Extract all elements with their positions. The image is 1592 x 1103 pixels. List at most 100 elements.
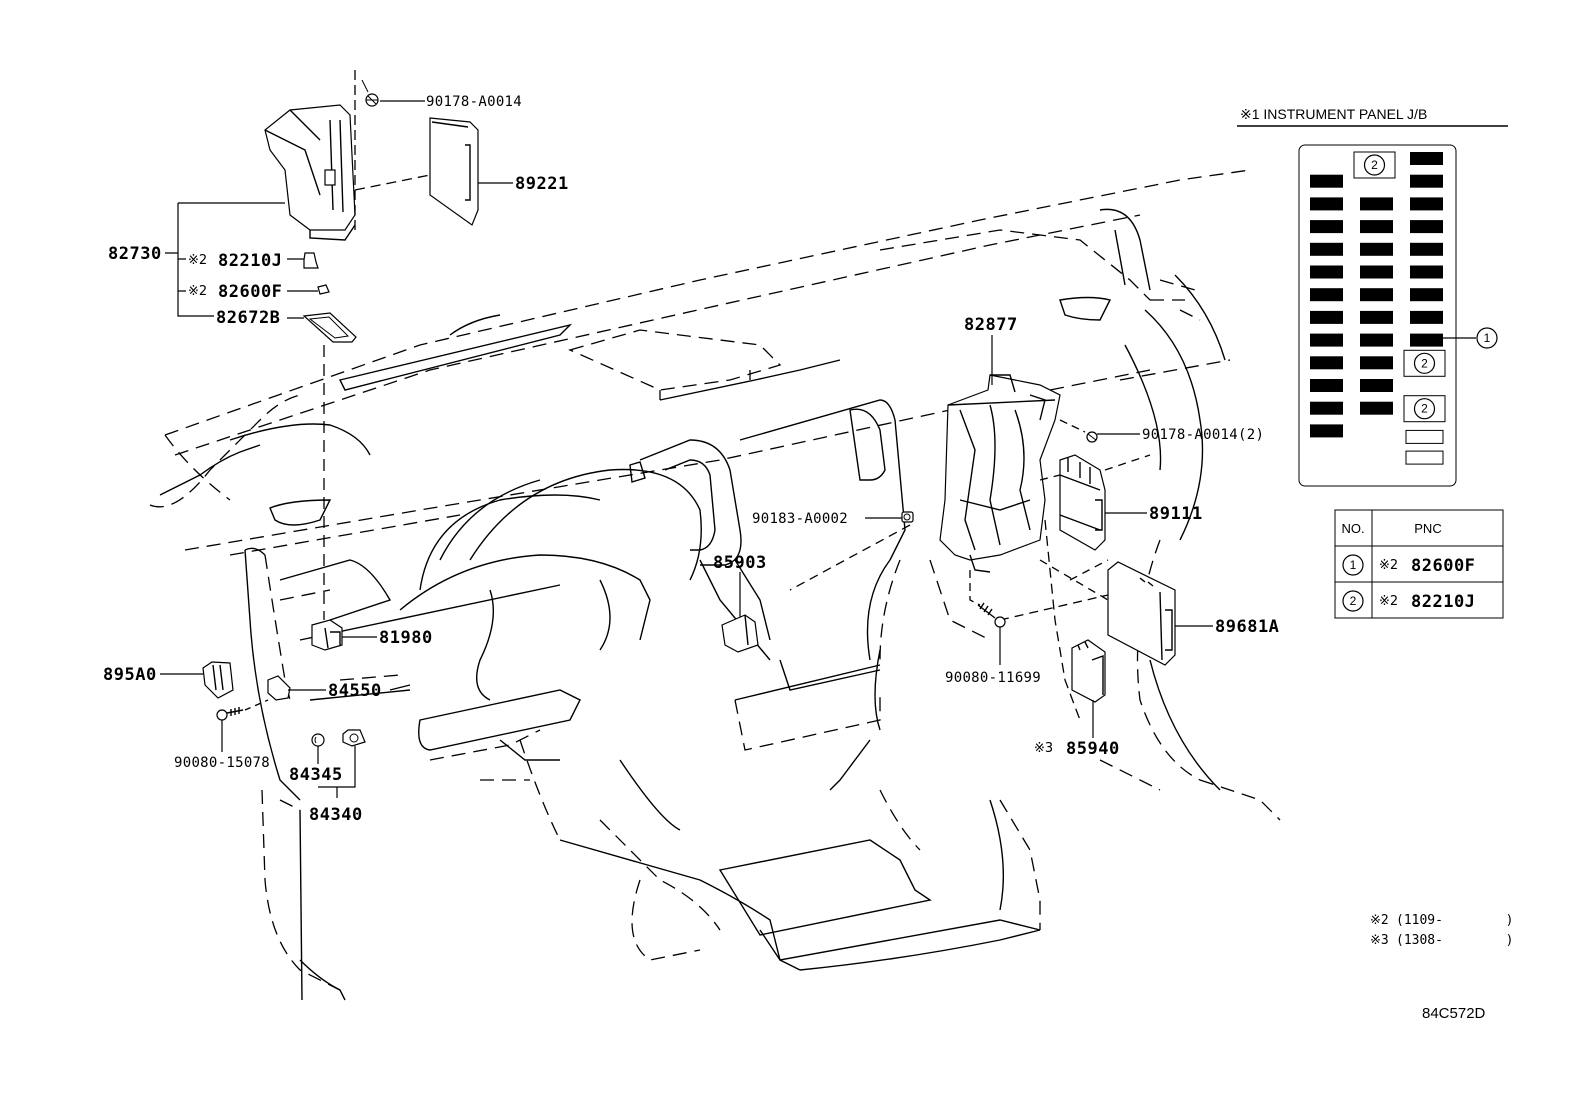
part-84550-switch xyxy=(267,675,291,701)
label-89111: 89111 xyxy=(1149,504,1203,524)
callout-1-number: 1 xyxy=(1484,331,1491,345)
part-90080-11699-bolt xyxy=(969,570,1006,628)
fuse-slot xyxy=(1360,401,1393,415)
label-895A0: 895A0 xyxy=(103,665,157,685)
label-85940: 85940 xyxy=(1066,739,1120,759)
pnc-row-no: 1 xyxy=(1350,558,1357,572)
part-82600F-fuse xyxy=(317,284,330,295)
part-82210J-relay xyxy=(303,252,319,269)
label-82600F: 82600F xyxy=(218,282,282,302)
callout-2-number: 2 xyxy=(1421,402,1428,416)
fuse-slot xyxy=(1360,310,1393,324)
pnc-row-value: 82600F xyxy=(1411,556,1475,576)
part-85940-relay xyxy=(1044,519,1106,721)
mark-2-82600F: ※2 xyxy=(188,284,207,299)
fuse-slot xyxy=(1310,265,1343,279)
fuse-slot xyxy=(1410,220,1443,234)
fuse-slot xyxy=(1360,356,1393,370)
fuse-slot xyxy=(1360,265,1393,279)
part-89681A-ecu xyxy=(999,559,1176,666)
pnc-table: NO. PNC 1 ※2 82600F 2 ※2 82210J xyxy=(1334,509,1504,619)
part-89221-ecu xyxy=(354,117,479,226)
callout-2-number: 2 xyxy=(1421,356,1428,370)
label-90178-A0014: 90178-A0014 xyxy=(426,94,522,110)
callout-2-circle xyxy=(1363,154,1386,176)
fuse-slot xyxy=(1410,242,1443,256)
pnc-header-no: NO. xyxy=(1341,521,1364,536)
label-81980: 81980 xyxy=(379,628,433,648)
callout-2-circle xyxy=(1413,398,1436,420)
mark-3-85940: ※3 xyxy=(1034,741,1053,756)
fuse-slot xyxy=(1310,310,1343,324)
fuse-slot xyxy=(1310,424,1343,438)
fuse-slot xyxy=(1410,265,1443,279)
footnote-range: (1109- ) xyxy=(1396,913,1513,928)
mark-2-82210J: ※2 xyxy=(188,253,207,268)
fuse-slot xyxy=(1310,401,1343,415)
empty-slot xyxy=(1405,429,1444,444)
label-90183-A0002: 90183-A0002 xyxy=(752,511,848,527)
label-90080-11699: 90080-11699 xyxy=(945,670,1041,686)
label-82877: 82877 xyxy=(964,315,1018,335)
label-90178-A0014-2: 90178-A0014(2) xyxy=(1142,427,1264,443)
label-89681A: 89681A xyxy=(1215,617,1279,637)
label-84340: 84340 xyxy=(309,805,363,825)
pnc-row-no: 2 xyxy=(1350,594,1357,608)
part-89111-relay-block xyxy=(1039,454,1151,551)
fuse-slot xyxy=(1360,333,1393,347)
fuse-slot xyxy=(1310,220,1343,234)
part-82877-junction-block xyxy=(939,374,1061,573)
fuse-slot xyxy=(1410,310,1443,324)
part-85903-relay xyxy=(721,614,759,653)
label-84550: 84550 xyxy=(328,681,382,701)
part-labels: 90178-A0014 89221 82730 ※2 82210J ※2 826… xyxy=(103,94,1279,825)
pnc-header-pnc: PNC xyxy=(1414,521,1441,536)
part-84340-switch xyxy=(342,729,366,747)
fuse-slot xyxy=(1410,288,1443,302)
fuse-slot xyxy=(1410,197,1443,211)
part-90080-15078-bolt xyxy=(216,699,269,721)
pnc-row-value: 82210J xyxy=(1411,592,1475,612)
pnc-row-mark: ※2 xyxy=(1379,594,1398,609)
pnc-row-mark: ※2 xyxy=(1379,558,1398,573)
footnote-range: (1308- ) xyxy=(1396,933,1513,948)
fuse-slot xyxy=(1310,356,1343,370)
label-84345: 84345 xyxy=(289,765,343,785)
jb-outline xyxy=(1298,144,1457,487)
fuse-slot xyxy=(1360,242,1393,256)
fuse-slot xyxy=(1410,174,1443,188)
leader-lines xyxy=(160,100,1213,798)
part-82730-bracket xyxy=(264,104,356,241)
fuse-slot xyxy=(1360,379,1393,392)
fuse-slot xyxy=(1310,174,1343,188)
fuse-slot xyxy=(1360,220,1393,234)
label-82672B: 82672B xyxy=(216,308,280,328)
fuse-slot xyxy=(1310,288,1343,302)
part-84345-cap xyxy=(311,733,325,747)
fuse-slot xyxy=(1360,288,1393,302)
fuse-slot xyxy=(1410,333,1443,347)
instrument-panel-jb-inset: ※1 INSTRUMENT PANEL J/B 2 2 2 1 xyxy=(1237,106,1508,487)
fuse-slot xyxy=(1310,242,1343,256)
label-90080-15078: 90080-15078 xyxy=(174,755,270,771)
fuse-slot xyxy=(1410,152,1443,165)
label-85903: 85903 xyxy=(713,553,767,573)
fuse-grid: 2 2 2 xyxy=(1310,151,1446,465)
fuse-slot xyxy=(1310,333,1343,347)
label-82730: 82730 xyxy=(108,244,162,264)
pnc-row: 2 ※2 82210J xyxy=(1342,590,1475,612)
footnote-mark: ※2 xyxy=(1370,913,1389,928)
callout-2-number: 2 xyxy=(1371,158,1378,172)
label-82210J: 82210J xyxy=(218,251,282,271)
jb-title: ※1 INSTRUMENT PANEL J/B xyxy=(1240,106,1427,122)
fuse-slot xyxy=(1310,197,1343,211)
part-81980-relay xyxy=(311,619,343,651)
footnotes: ※2 (1109- ) ※3 (1308- ) xyxy=(1370,913,1513,948)
callout-2-circle xyxy=(1413,352,1436,374)
empty-slot xyxy=(1405,450,1444,465)
part-895A0-sensor xyxy=(202,661,234,699)
part-90178-nut-right xyxy=(1059,419,1098,443)
fuse-slot xyxy=(1310,379,1343,392)
